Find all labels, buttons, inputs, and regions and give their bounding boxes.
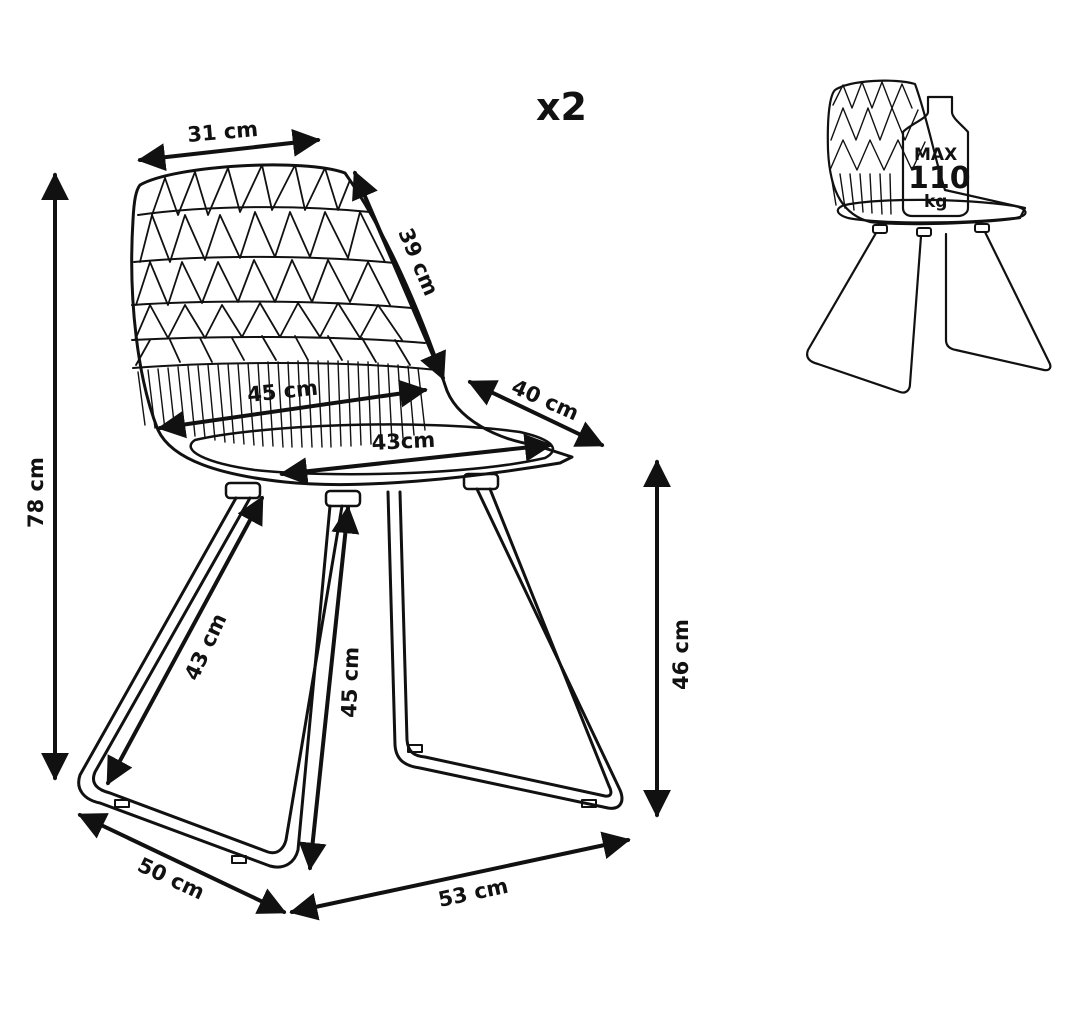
label-seat-depth: 43cm [371, 428, 436, 455]
leg-mount [224, 481, 262, 500]
label-seat-width: 45 cm [246, 376, 319, 407]
base-width-arrow [77, 813, 287, 914]
seat-side-depth-arrow [467, 380, 605, 447]
label-front-leg-length: 43 cm [180, 610, 232, 684]
dimension-arrows [41, 128, 671, 921]
main-chair-illustration [77, 163, 624, 869]
seat-width-arrow [157, 379, 428, 439]
load-capacity-illustration: MAX 110 kg [806, 79, 1052, 394]
rear-sled-leg [386, 487, 624, 810]
leg-mount [324, 489, 362, 508]
label-inner-leg-length: 45 cm [337, 647, 363, 719]
label-total-height: 78 cm [24, 457, 48, 528]
backrest-lattice [134, 164, 411, 366]
inner-leg-length-arrow [298, 505, 360, 871]
load-unit: kg [924, 192, 947, 212]
base-depth-arrow [289, 831, 631, 921]
front-leg-length-arrow [106, 495, 264, 786]
back-top-width-arrow [137, 128, 321, 172]
label-seat-height: 46 cm [669, 619, 693, 690]
quantity-label: x2 [536, 85, 587, 129]
label-backrest-height: 39 cm [393, 225, 443, 300]
label-back-top-width: 31 cm [186, 117, 259, 147]
backrest-height-arrow [352, 170, 446, 381]
front-sled-leg [77, 496, 332, 869]
load-value: 110 [908, 161, 971, 196]
load-max-label: MAX [914, 145, 957, 165]
weight-icon: MAX 110 kg [901, 95, 971, 218]
seat-depth-arrow [279, 433, 553, 486]
label-base-width: 50 cm [134, 853, 208, 905]
